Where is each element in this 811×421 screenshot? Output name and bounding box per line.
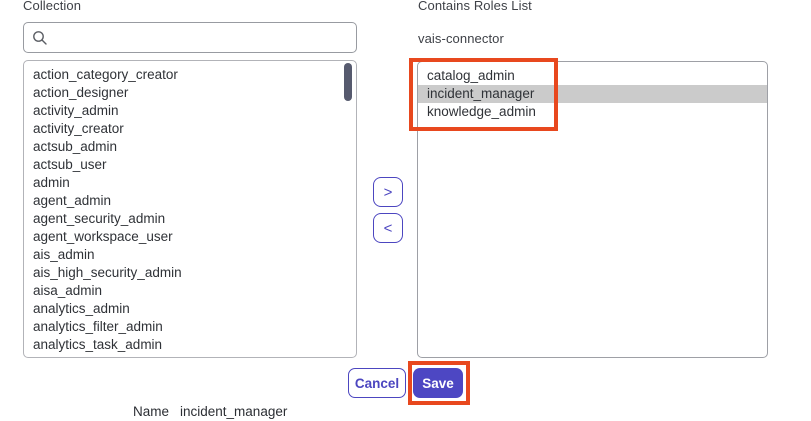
name-row: Name incident_manager — [133, 404, 287, 419]
list-item[interactable]: actsub_user — [33, 157, 107, 172]
list-item[interactable]: action_category_creator — [33, 67, 178, 82]
save-button[interactable]: Save — [413, 368, 463, 398]
list-item[interactable]: knowledge_admin — [427, 104, 536, 119]
list-item[interactable]: agent_workspace_user — [33, 229, 173, 244]
list-item[interactable]: analytics_admin — [33, 301, 130, 316]
collection-search[interactable] — [23, 22, 357, 53]
name-value: incident_manager — [180, 404, 288, 419]
chevron-right-icon: > — [383, 183, 393, 201]
list-item[interactable]: actsub_admin — [33, 139, 118, 154]
list-item[interactable]: admin — [33, 175, 70, 190]
collection-label: Collection — [23, 0, 82, 13]
group-name: vais-connector — [418, 31, 504, 46]
list-item[interactable]: aisa_admin — [33, 283, 103, 298]
name-label: Name — [133, 404, 170, 419]
list-item[interactable]: activity_creator — [33, 121, 124, 136]
list-item[interactable]: action_designer — [33, 85, 129, 100]
list-item[interactable]: incident_manager — [418, 85, 767, 103]
list-item[interactable]: analytics_viewer — [24, 354, 356, 357]
contains-roles-label: Contains Roles List — [418, 0, 532, 13]
list-item[interactable]: analytics_filter_admin — [33, 319, 163, 334]
list-item[interactable]: ais_admin — [33, 247, 95, 262]
scrollbar-thumb[interactable] — [344, 63, 352, 101]
search-input[interactable] — [54, 23, 348, 52]
list-item[interactable]: catalog_admin — [427, 68, 515, 83]
cancel-button[interactable]: Cancel — [348, 368, 406, 398]
add-role-button[interactable]: > — [373, 177, 403, 207]
list-item[interactable]: activity_admin — [33, 103, 119, 118]
list-item[interactable]: agent_security_admin — [33, 211, 166, 226]
search-icon — [33, 30, 47, 45]
remove-role-button[interactable]: < — [373, 213, 403, 243]
list-item[interactable]: analytics_task_admin — [33, 337, 163, 352]
list-item[interactable]: ais_high_security_admin — [33, 265, 182, 280]
list-item[interactable]: agent_admin — [33, 193, 112, 208]
chevron-left-icon: < — [383, 219, 393, 237]
